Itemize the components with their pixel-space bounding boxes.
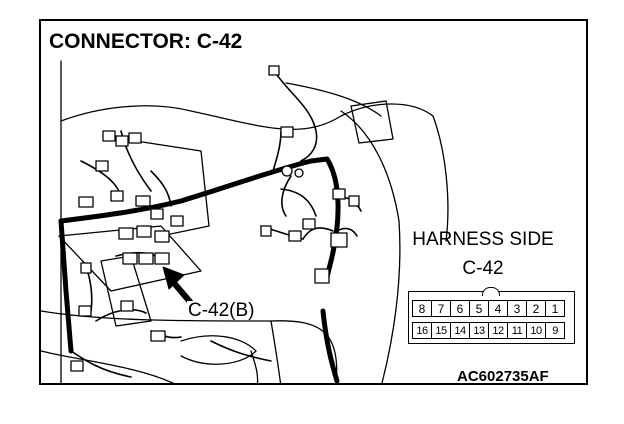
pin-row-top: 8 7 6 5 4 3 2 1: [412, 300, 565, 317]
pin-cell: 14: [450, 322, 470, 339]
pin-cell: 10: [526, 322, 546, 339]
reference-code: AC602735AF: [457, 368, 549, 385]
pin-cell: 15: [431, 322, 451, 339]
pin-cell: 6: [450, 300, 470, 317]
vehicle-harness-illustration: [41, 60, 449, 383]
harness-side-label: HARNESS SIDE: [412, 229, 554, 250]
pin-cell: 13: [469, 322, 489, 339]
harness-branches: [70, 68, 362, 378]
pin-cell: 3: [507, 300, 527, 317]
connector-pin-grid: 8 7 6 5 4 3 2 1 16 15 14 13 12 11 10 9: [408, 287, 575, 344]
pin-cell: 5: [469, 300, 489, 317]
connector-latch: [482, 287, 500, 296]
pin-cell: 16: [412, 322, 432, 339]
pin-cell: 2: [526, 300, 546, 317]
pin-cell: 1: [545, 300, 565, 317]
dashboard-outline: [41, 60, 449, 383]
pin-cell: 9: [545, 322, 565, 339]
connector-blocks: [70, 65, 360, 372]
pin-cell: 12: [488, 322, 508, 339]
callout-arrow: [162, 266, 194, 306]
diagram-frame: CONNECTOR: C-42 HARNESS SIDE C-42 C-42(B…: [39, 19, 588, 385]
connector-id-label: C-42: [462, 258, 504, 279]
connector-callout-label: C-42(B): [187, 300, 256, 321]
pin-cell: 4: [488, 300, 508, 317]
pin-row-bottom: 16 15 14 13 12 11 10 9: [412, 322, 565, 339]
pin-cell: 11: [507, 322, 527, 339]
pin-cell: 7: [431, 300, 451, 317]
pin-cell: 8: [412, 300, 432, 317]
diagram-title: CONNECTOR: C-42: [49, 31, 247, 54]
